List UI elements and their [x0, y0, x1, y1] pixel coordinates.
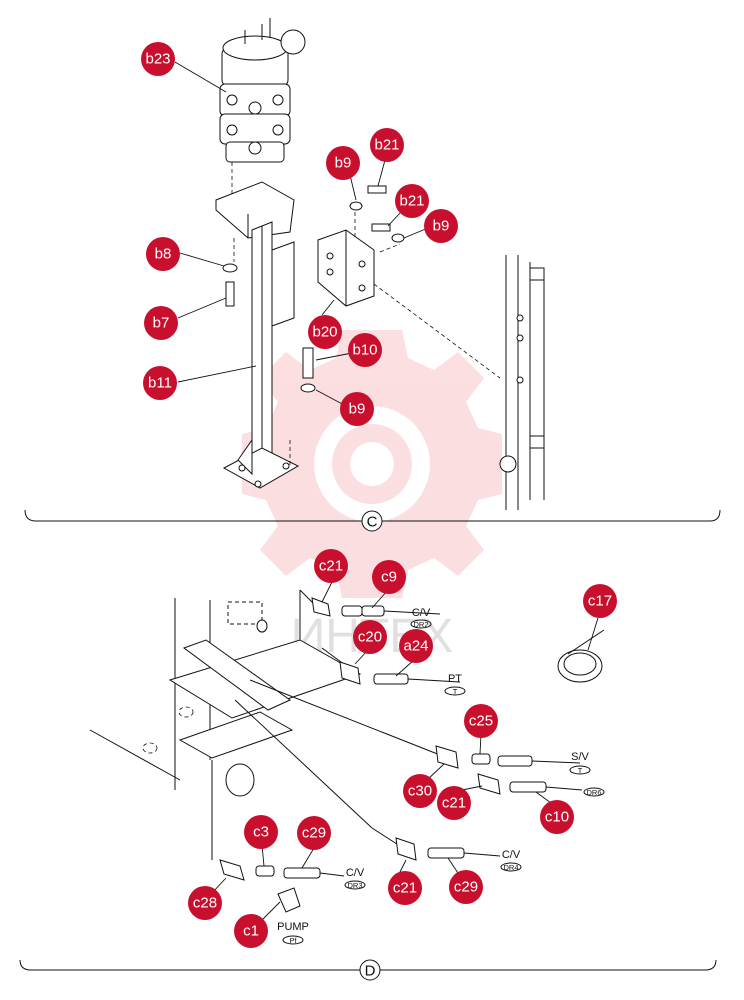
callout-label: b21	[399, 193, 424, 210]
stand	[215, 181, 300, 489]
callout-label: c29	[454, 879, 478, 896]
callout-b20: b20	[308, 315, 342, 349]
port-tag-oval	[569, 765, 591, 775]
callout-label: b9	[349, 401, 366, 418]
callout-b11: b11	[143, 366, 177, 400]
bracket	[317, 229, 375, 307]
port-label-cv-top: C/V	[412, 607, 431, 619]
fasteners-upper	[222, 185, 405, 393]
callout-c17: c17	[583, 584, 617, 618]
callout-label: c10	[545, 809, 569, 826]
callout-label: b9	[433, 218, 450, 235]
port-tag-t-sv: T	[578, 766, 583, 775]
hose-routes	[211, 589, 441, 860]
callout-label: b7	[153, 315, 170, 332]
section-label-c: C	[367, 514, 378, 531]
port-tag-oval	[444, 686, 466, 696]
callout-label: b11	[148, 375, 172, 392]
port-tag-oval	[344, 880, 366, 890]
callout-c30: c30	[403, 774, 437, 808]
fittings	[219, 597, 605, 913]
callout-c1: c1	[234, 914, 268, 948]
port-tag-oval	[500, 862, 522, 872]
callout-label: b21	[374, 137, 399, 154]
callout-c21-top: c21	[314, 549, 348, 583]
callout-label: c3	[253, 824, 269, 841]
callout-c21-low: c21	[388, 871, 422, 905]
port-tag-dr3: DR3	[347, 881, 362, 890]
watermark-gear-logo	[242, 330, 502, 598]
port-tag-oval	[410, 619, 432, 629]
port-label-pt: PT	[448, 673, 462, 685]
callout-b21-mid: b21	[395, 184, 429, 218]
callout-label: c25	[469, 713, 493, 730]
callout-label: b10	[352, 342, 377, 359]
callout-label: b23	[145, 51, 170, 68]
callout-label: b20	[312, 324, 337, 341]
callout-c10: c10	[540, 800, 574, 834]
callout-c21-mid: c21	[437, 786, 471, 820]
callout-c25: c25	[464, 704, 498, 738]
port-tag-dr6: DR6	[586, 788, 601, 797]
callout-label: c21	[442, 795, 466, 812]
callout-c29-left: c29	[297, 816, 331, 850]
section-badge-d	[359, 959, 381, 981]
port-tag-dr4: DR4	[503, 863, 518, 872]
port-tag-dr2: DR2	[413, 620, 428, 629]
callout-label: c1	[243, 923, 259, 940]
callout-label: c30	[408, 783, 432, 800]
callout-c9: c9	[372, 560, 406, 594]
port-label-cv-right: C/V	[502, 849, 521, 861]
callout-b9-mid: b9	[424, 209, 458, 243]
port-label-sv: S/V	[571, 751, 589, 763]
callout-c20: c20	[353, 620, 387, 654]
section-badge-c	[361, 510, 383, 532]
callout-label: c28	[193, 895, 217, 912]
callout-b9-low: b9	[340, 392, 374, 426]
callout-label: c17	[588, 593, 612, 610]
leader-lines-upper	[174, 61, 429, 407]
callout-label: c21	[393, 880, 417, 897]
callout-label: c29	[302, 825, 326, 842]
callout-label: a24	[403, 638, 428, 655]
frame-lower	[89, 598, 362, 797]
callout-label: c20	[358, 629, 382, 646]
callout-b21-top: b21	[370, 128, 404, 162]
callout-c28: c28	[188, 886, 222, 920]
callout-label: b9	[335, 155, 352, 172]
callout-c29-right: c29	[449, 870, 483, 904]
callout-b9-top: b9	[326, 146, 360, 180]
machine-frame	[499, 255, 545, 510]
callout-b23: b23	[141, 42, 175, 76]
port-label-cv-left: C/V	[346, 867, 365, 879]
port-tag-t-pt: T	[453, 687, 458, 696]
callout-label: b8	[155, 246, 172, 263]
port-tag-oval	[282, 935, 304, 945]
callout-b7: b7	[144, 306, 178, 340]
section-label-d: D	[365, 963, 376, 980]
port-tag-oval	[583, 787, 605, 797]
callout-label: c21	[319, 558, 343, 575]
port-tag-pf: Pf	[289, 936, 297, 945]
callout-a24: a24	[399, 629, 433, 663]
callout-b8: b8	[146, 237, 180, 271]
callout-label: c9	[381, 569, 397, 586]
callout-c3: c3	[244, 815, 278, 849]
port-label-pump: PUMP	[277, 921, 309, 933]
valve-block	[219, 18, 306, 163]
callout-b10: b10	[348, 333, 382, 367]
